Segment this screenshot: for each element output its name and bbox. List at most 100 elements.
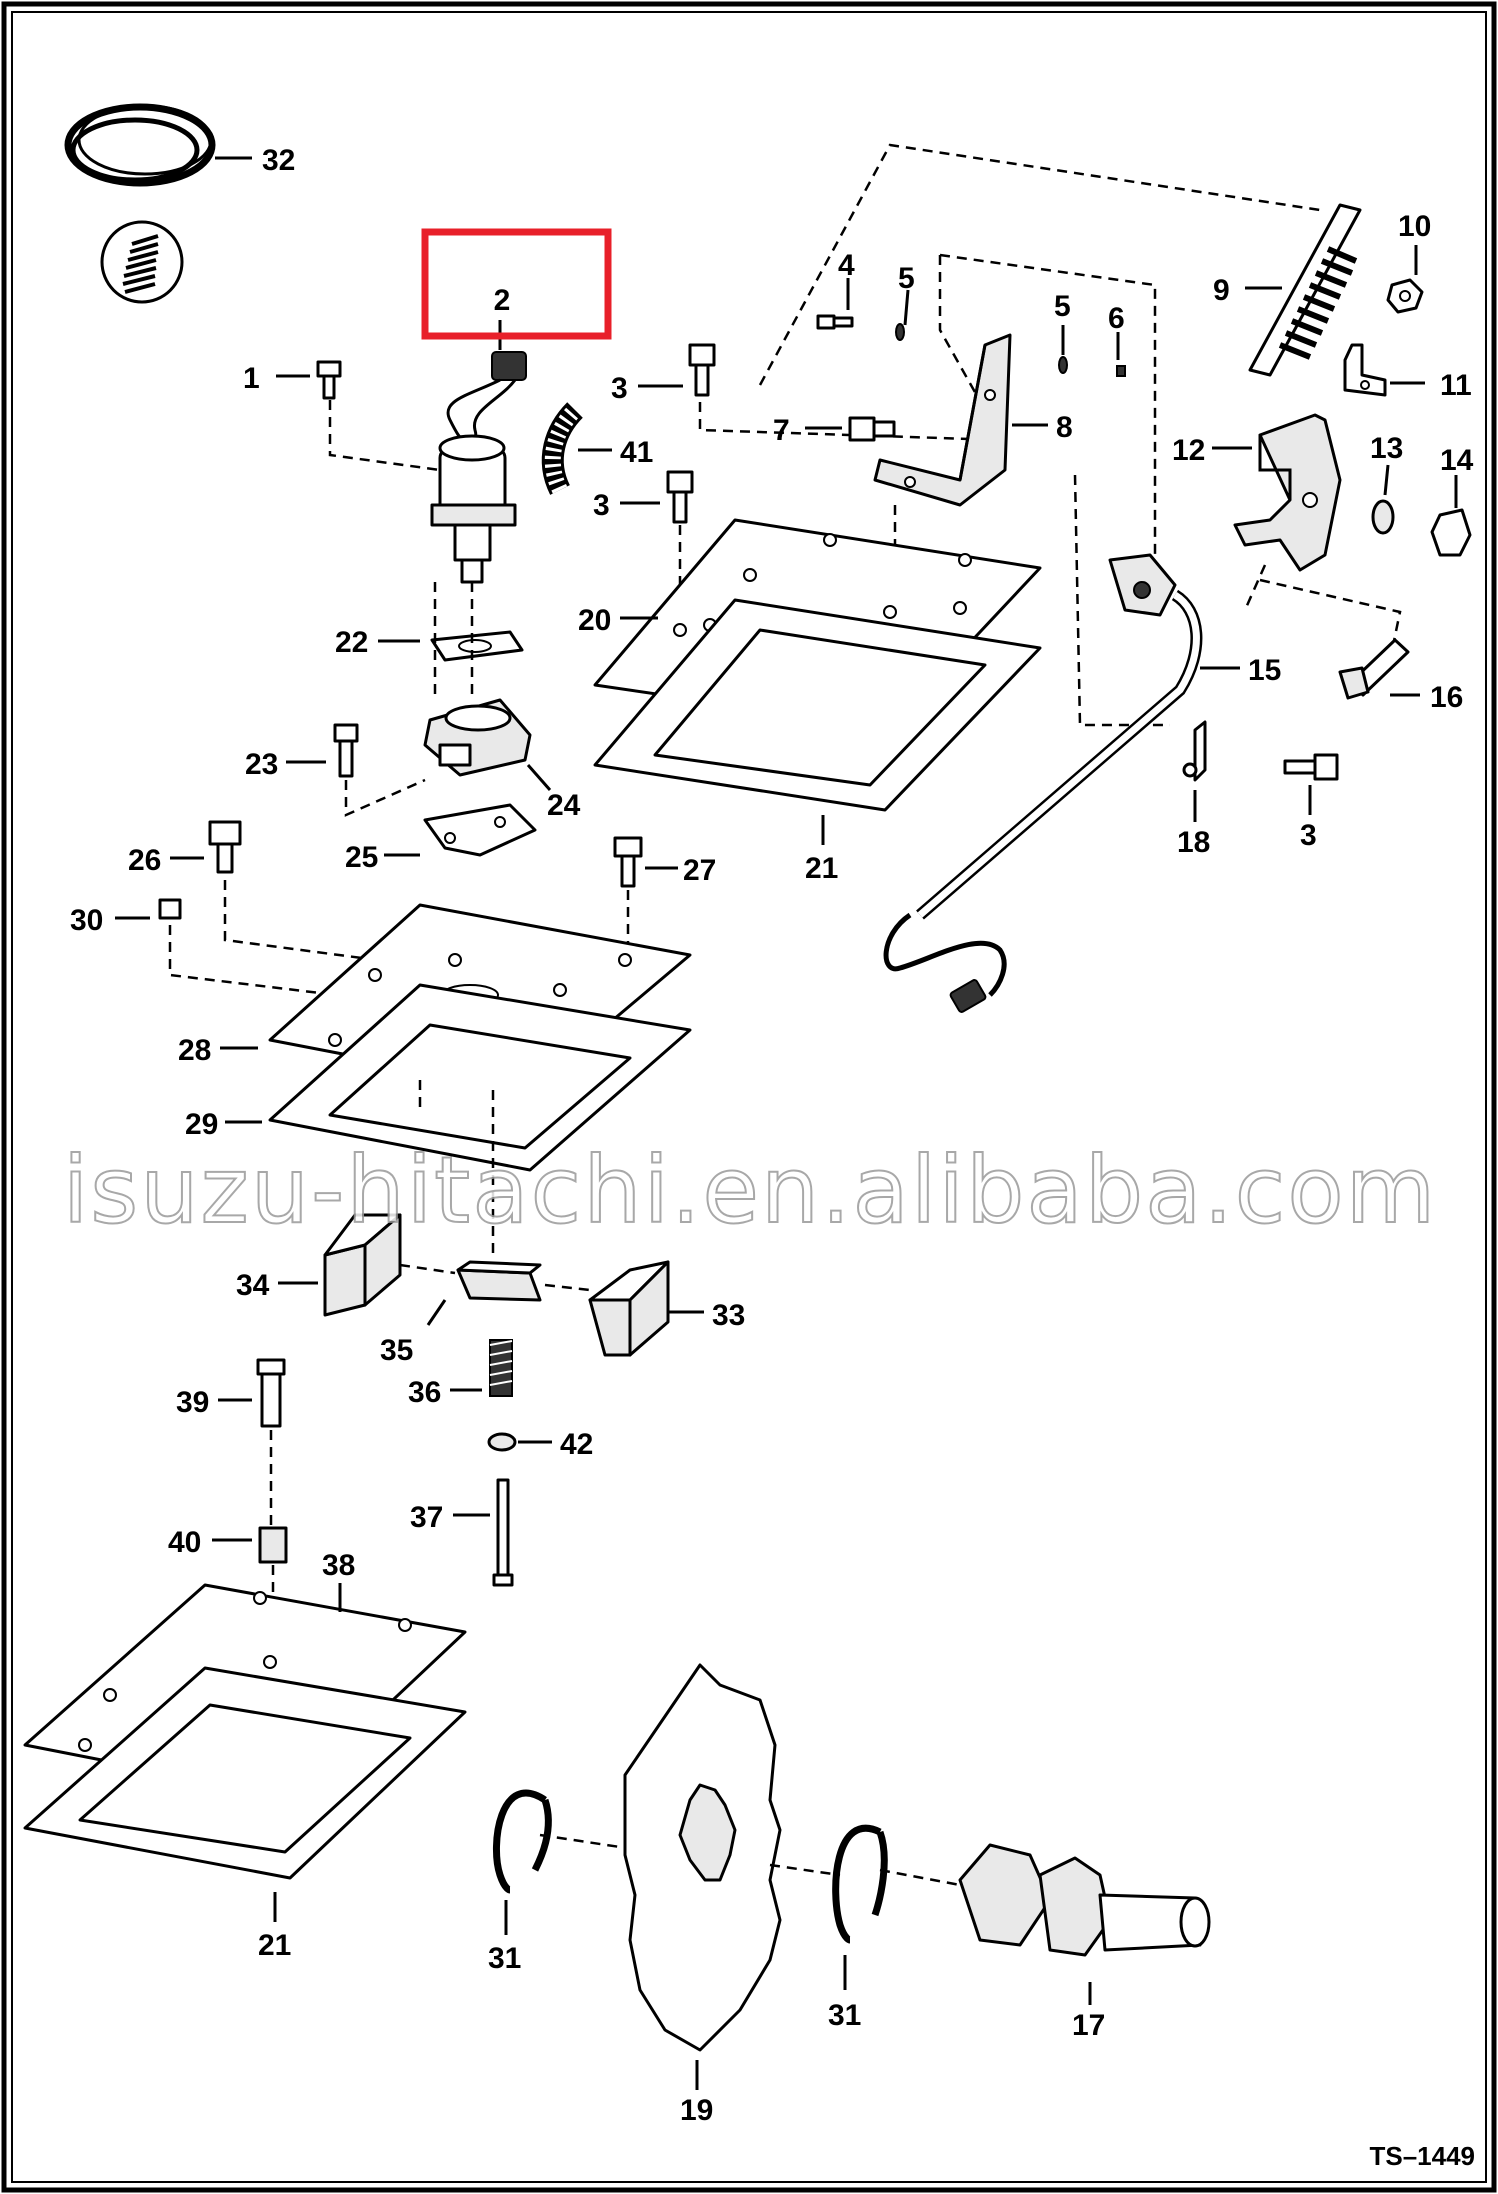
callout-42: 42 bbox=[560, 1428, 593, 1461]
part-21-upper-gasket bbox=[593, 598, 1042, 812]
part-32-wire-coil bbox=[64, 103, 216, 187]
callout-25: 25 bbox=[345, 841, 378, 874]
callout-32: 32 bbox=[262, 144, 295, 177]
part-42-washer bbox=[487, 1432, 517, 1452]
part-11-clip bbox=[1343, 343, 1387, 397]
part-7-bolt bbox=[848, 416, 896, 442]
part-15-cable bbox=[883, 589, 1203, 1013]
callout-labels: 32 2 1 41 3 3 4 5 5 6 7 8 9 10 11 12 13 … bbox=[70, 144, 1474, 2127]
part-23-bolt bbox=[333, 723, 359, 778]
callout-5-a: 5 bbox=[898, 262, 915, 295]
part-3-bolt-a bbox=[688, 343, 716, 397]
callout-2-highlight-box bbox=[421, 228, 612, 340]
part-17-sprocket-shaft bbox=[958, 1843, 1211, 1957]
part-22-gasket bbox=[430, 630, 524, 662]
part-26-bolt bbox=[208, 820, 242, 874]
part-13-washer bbox=[1371, 499, 1395, 535]
callout-1: 1 bbox=[243, 362, 260, 395]
part-3-bolt-c bbox=[1283, 753, 1339, 781]
callout-24: 24 bbox=[547, 789, 581, 822]
part-10-nut bbox=[1386, 278, 1424, 314]
part-1-screw bbox=[316, 360, 342, 400]
callout-8: 8 bbox=[1056, 411, 1073, 444]
callout-18: 18 bbox=[1177, 826, 1210, 859]
callout-5-b: 5 bbox=[1054, 290, 1071, 323]
part-40-plug bbox=[258, 1526, 288, 1564]
callout-38: 38 bbox=[322, 1549, 355, 1582]
callout-3-c: 3 bbox=[1300, 819, 1317, 852]
callout-34: 34 bbox=[236, 1269, 270, 1302]
callout-21-b: 21 bbox=[258, 1929, 291, 1962]
part-31-snap-ring-right bbox=[832, 1825, 888, 1944]
callout-41: 41 bbox=[620, 436, 653, 469]
part-39-pin bbox=[256, 1358, 286, 1428]
callout-14: 14 bbox=[1440, 444, 1474, 477]
frame-inner bbox=[11, 11, 1487, 2183]
part-5-ring-b bbox=[1058, 356, 1068, 374]
callout-30: 30 bbox=[70, 904, 103, 937]
inset-spring bbox=[100, 220, 184, 304]
part-8-bracket bbox=[873, 333, 1012, 507]
callout-16: 16 bbox=[1430, 681, 1463, 714]
callout-9: 9 bbox=[1213, 274, 1230, 307]
callout-35: 35 bbox=[380, 1334, 413, 1367]
callout-15: 15 bbox=[1248, 654, 1281, 687]
callout-7: 7 bbox=[773, 414, 790, 447]
part-15-sensor bbox=[1108, 553, 1177, 617]
part-27-bolt bbox=[613, 836, 643, 888]
callout-2: 2 bbox=[494, 284, 511, 317]
callout-20: 20 bbox=[578, 604, 611, 637]
part-33-block bbox=[588, 1260, 670, 1357]
callout-12: 12 bbox=[1172, 434, 1205, 467]
reference-code: TS–1449 bbox=[1369, 2141, 1475, 2171]
part-29-gasket bbox=[268, 983, 692, 1172]
part-35-slider bbox=[456, 1260, 542, 1302]
part-9-spring bbox=[1248, 203, 1362, 377]
callout-6: 6 bbox=[1108, 302, 1125, 335]
callout-23: 23 bbox=[245, 748, 278, 781]
part-16-bolt bbox=[1338, 638, 1410, 700]
callout-33: 33 bbox=[712, 1299, 745, 1332]
part-19-drive-disc bbox=[623, 1663, 782, 2052]
watermark-text: isuzu-hitachi.en.alibaba.com bbox=[63, 1137, 1438, 1244]
callout-28: 28 bbox=[178, 1034, 211, 1067]
part-6-nut bbox=[1116, 365, 1126, 377]
callout-17: 17 bbox=[1072, 2009, 1105, 2042]
callout-21-a: 21 bbox=[805, 852, 838, 885]
part-34-block bbox=[323, 1213, 402, 1317]
part-41-hose bbox=[541, 402, 584, 495]
callout-3-b: 3 bbox=[593, 489, 610, 522]
callout-13: 13 bbox=[1370, 432, 1403, 465]
callout-10: 10 bbox=[1398, 210, 1431, 243]
part-37-pin bbox=[492, 1478, 514, 1587]
callout-31-a: 31 bbox=[488, 1942, 521, 1975]
callout-36: 36 bbox=[408, 1376, 441, 1409]
callout-37: 37 bbox=[410, 1501, 443, 1534]
part-14-nut bbox=[1430, 508, 1472, 557]
part-12-lever bbox=[1233, 413, 1342, 572]
part-25-gasket bbox=[423, 803, 537, 857]
callout-3-a: 3 bbox=[611, 372, 628, 405]
part-18-clip bbox=[1182, 720, 1207, 782]
part-31-snap-ring-left bbox=[492, 1789, 552, 1894]
part-30-plug bbox=[158, 898, 182, 920]
callout-29: 29 bbox=[185, 1108, 218, 1141]
callout-40: 40 bbox=[168, 1526, 201, 1559]
callout-27: 27 bbox=[683, 854, 716, 887]
callout-4: 4 bbox=[838, 249, 855, 282]
part-3-bolt-b bbox=[666, 470, 694, 524]
callout-31-b: 31 bbox=[828, 1999, 861, 2032]
part-21-lower-gasket bbox=[23, 1666, 467, 1880]
callout-11: 11 bbox=[1440, 369, 1472, 402]
part-24-valve-body bbox=[423, 698, 532, 777]
part-2-solenoid bbox=[430, 351, 527, 584]
part-36-spring bbox=[489, 1339, 513, 1397]
callout-22: 22 bbox=[335, 626, 368, 659]
callout-26: 26 bbox=[128, 844, 161, 877]
part-4-screw bbox=[816, 314, 854, 330]
callout-39: 39 bbox=[176, 1386, 209, 1419]
part-5-ring-a bbox=[895, 323, 905, 341]
callout-19: 19 bbox=[680, 2094, 713, 2127]
